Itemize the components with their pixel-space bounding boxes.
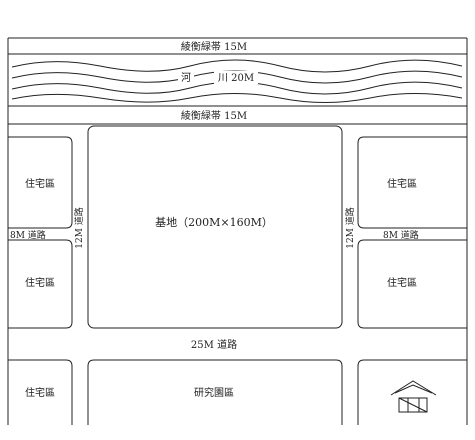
research-park-label: 研究園區 <box>194 386 234 399</box>
river-label-a: 河 <box>181 72 191 84</box>
road-12m-label-right: 12M 道路 <box>344 207 356 249</box>
residential-label-left-top: 住宅區 <box>25 177 55 190</box>
river-label-mask-b <box>214 71 258 84</box>
site-block <box>87 125 343 329</box>
research-park-block <box>87 359 343 425</box>
road-12m-label-left: 12M 道路 <box>73 207 85 249</box>
residential-label-right-top: 住宅區 <box>387 177 417 190</box>
road-8m-label-right: 8M 道路 <box>383 229 419 241</box>
river-wave-1 <box>11 59 463 73</box>
site-label: 基地（200M×160M） <box>155 216 273 229</box>
residential-block-left-bottom <box>8 359 73 425</box>
river-wave-4 <box>11 93 463 103</box>
residential-block-left-top <box>8 136 73 229</box>
road-25m-label: 25M 道路 <box>191 338 237 351</box>
bottom-right-block <box>357 359 467 425</box>
residential-block-right-top <box>357 136 467 229</box>
residential-block-right-mid <box>357 239 467 329</box>
residential-label-right-mid: 住宅區 <box>387 276 417 289</box>
house-icon <box>390 380 437 413</box>
road-8m-label-left: 8M 道路 <box>10 229 46 241</box>
top-buffer-label: 綾衡緑帯 15M <box>181 40 247 53</box>
residential-label-left-bottom: 住宅區 <box>25 386 55 399</box>
residential-block-left-mid <box>8 239 73 329</box>
river-label-mask-a <box>178 71 194 84</box>
residential-label-left-mid: 住宅區 <box>25 276 55 289</box>
river: 河 川 20M <box>8 59 467 107</box>
bottom-buffer-label: 綾衡緑帯 15M <box>181 109 247 122</box>
bottom-green-buffer: 綾衡緑帯 15M <box>8 109 467 125</box>
river-label-b: 川 20M <box>218 73 254 84</box>
top-green-buffer: 綾衡緑帯 15M <box>8 40 467 55</box>
